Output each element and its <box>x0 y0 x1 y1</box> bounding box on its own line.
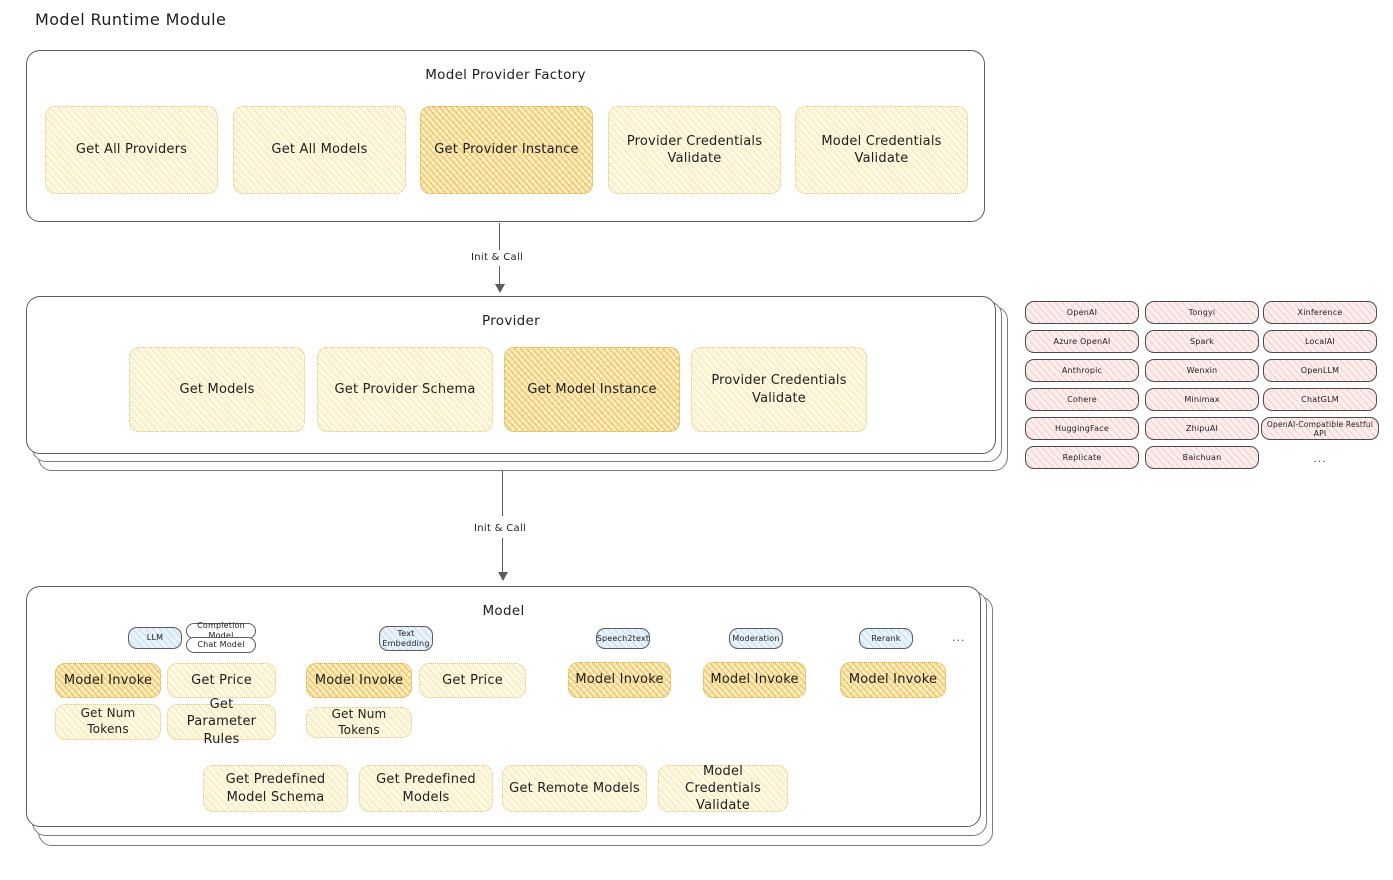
model-common-cell-model-credentials-validate[interactable]: Model Credentials Validate <box>658 764 788 813</box>
provider-cell-provider-credentials-validate[interactable]: Provider Credentials Validate <box>691 347 867 432</box>
provider-chip-spark[interactable]: Spark <box>1145 330 1259 353</box>
model-tag-rerank[interactable]: Rerank <box>859 628 913 649</box>
model-text-embedding-cell-model-invoke[interactable]: Model Invoke <box>306 663 412 698</box>
provider-cell-get-models[interactable]: Get Models <box>129 347 305 432</box>
provider-chip-minimax[interactable]: Minimax <box>1145 388 1259 411</box>
provider-chip-zhipuai[interactable]: ZhipuAI <box>1145 417 1259 440</box>
model-llm-cell-get-price[interactable]: Get Price <box>167 663 276 698</box>
provider-chip-openai[interactable]: OpenAI <box>1025 301 1139 324</box>
page-title: Model Runtime Module <box>35 10 227 29</box>
arrow-factory-to-provider-head <box>495 284 505 293</box>
provider-chip-chatglm[interactable]: ChatGLM <box>1263 388 1377 411</box>
model-speech2text-cell-model-invoke[interactable]: Model Invoke <box>568 662 671 698</box>
provider-list-more-ellipsis: ... <box>1313 451 1327 465</box>
factory-cell-model-credentials-validate[interactable]: Model Credentials Validate <box>795 106 968 194</box>
provider-chip-azure-openai[interactable]: Azure OpenAI <box>1025 330 1139 353</box>
model-subtag-chat-model[interactable]: Chat Model <box>186 637 256 653</box>
model-common-cell-get-predefined-models[interactable]: Get Predefined Models <box>359 765 493 812</box>
factory-cell-get-all-providers[interactable]: Get All Providers <box>45 106 218 194</box>
provider-chip-replicate[interactable]: Replicate <box>1025 446 1139 469</box>
model-common-cell-get-predefined-model-schema[interactable]: Get Predefined Model Schema <box>203 765 348 812</box>
arrow-factory-to-provider-line-lower <box>499 266 501 286</box>
model-text-embedding-cell-get-price[interactable]: Get Price <box>419 663 526 698</box>
provider-chip-anthropic[interactable]: Anthropic <box>1025 359 1139 382</box>
model-tag-speech2text[interactable]: Speech2text <box>596 628 650 649</box>
provider-heading: Provider <box>482 313 540 329</box>
arrow-provider-to-model-line-upper <box>502 471 504 516</box>
model-rerank-cell-model-invoke[interactable]: Model Invoke <box>840 662 946 698</box>
factory-cell-provider-credentials-validate[interactable]: Provider Credentials Validate <box>608 106 781 194</box>
provider-chip-baichuan[interactable]: Baichuan <box>1145 446 1259 469</box>
provider-chip-localai[interactable]: LocalAI <box>1263 330 1377 353</box>
model-llm-cell-model-invoke[interactable]: Model Invoke <box>55 663 161 698</box>
model-tag-text-embedding[interactable]: Text Embedding <box>379 626 433 651</box>
model-llm-cell-get-parameter-rules[interactable]: Get Parameter Rules <box>167 697 276 747</box>
provider-chip-openllm[interactable]: OpenLLM <box>1263 359 1377 382</box>
model-provider-factory-heading: Model Provider Factory <box>425 67 586 83</box>
model-moderation-cell-model-invoke[interactable]: Model Invoke <box>703 662 806 698</box>
model-llm-cell-get-num-tokens[interactable]: Get Num Tokens <box>55 704 161 740</box>
arrow-provider-to-model-label: Init & Call <box>474 523 527 534</box>
model-tag-llm[interactable]: LLM <box>128 627 182 649</box>
provider-chip-huggingface[interactable]: HuggingFace <box>1025 417 1139 440</box>
model-groups-more-ellipsis: ... <box>952 631 966 644</box>
model-text-embedding-cell-get-num-tokens[interactable]: Get Num Tokens <box>306 707 412 738</box>
arrow-provider-to-model-line-lower <box>502 538 504 576</box>
arrow-provider-to-model-head <box>498 572 508 581</box>
model-heading: Model <box>482 603 525 619</box>
arrow-factory-to-provider-line-upper <box>499 223 501 250</box>
provider-chip-wenxin[interactable]: Wenxin <box>1145 359 1259 382</box>
model-common-cell-get-remote-models[interactable]: Get Remote Models <box>502 765 647 812</box>
provider-chip-cohere[interactable]: Cohere <box>1025 388 1139 411</box>
factory-cell-get-provider-instance[interactable]: Get Provider Instance <box>420 106 593 194</box>
model-tag-moderation[interactable]: Moderation <box>729 628 783 649</box>
provider-cell-get-provider-schema[interactable]: Get Provider Schema <box>317 347 493 432</box>
arrow-factory-to-provider-label: Init & Call <box>471 252 524 263</box>
provider-chip-tongyi[interactable]: Tongyi <box>1145 301 1259 324</box>
provider-chip-openai-compatible-restful-api[interactable]: OpenAI-Compatible Restful API <box>1261 417 1379 440</box>
factory-cell-get-all-models[interactable]: Get All Models <box>233 106 406 194</box>
provider-cell-get-model-instance[interactable]: Get Model Instance <box>504 347 680 432</box>
provider-chip-xinference[interactable]: Xinference <box>1263 301 1377 324</box>
